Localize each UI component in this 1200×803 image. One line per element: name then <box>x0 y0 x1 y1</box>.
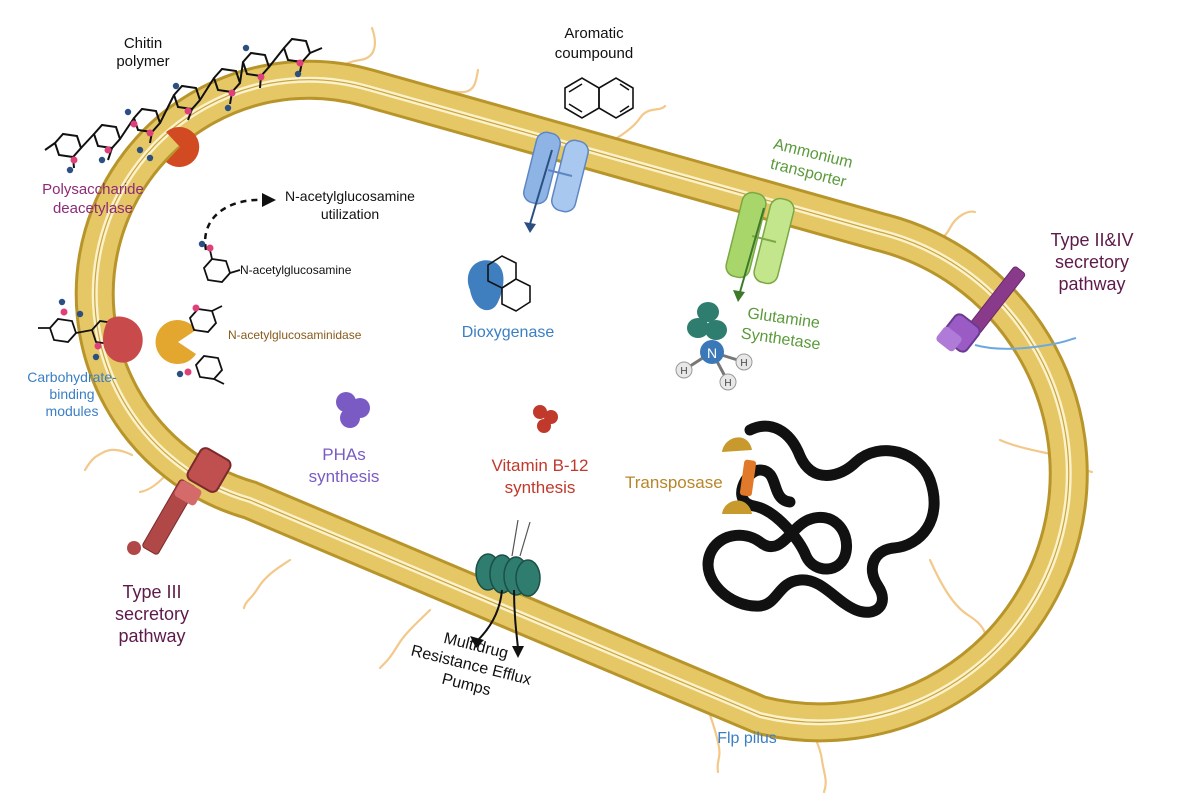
atom-n-label: N <box>707 345 717 361</box>
type-iii-label: Type III <box>122 582 181 602</box>
cbm-dot <box>58 298 66 306</box>
pilus <box>83 448 134 472</box>
efflux-arrowhead <box>512 646 524 658</box>
efflux-arrow <box>513 589 519 649</box>
nag-utilization-label: utilization <box>321 206 379 222</box>
aromatic-compound-label: Aromatic <box>564 25 624 42</box>
polysaccharide-deacetylase-label: Polysaccharide <box>42 181 144 198</box>
cbm-dot <box>94 342 102 350</box>
type-ii-iv-label: secretory <box>1055 252 1129 272</box>
cbm-dot <box>92 353 100 361</box>
pha-label: synthesis <box>309 467 380 486</box>
type-ii-iv-label: Type II&IV <box>1050 230 1133 250</box>
nagase-dot <box>184 368 192 376</box>
cell-membrane <box>74 59 1089 743</box>
type-ii-iv-secretion-system <box>936 266 1026 353</box>
flp-pilus-label: Flp pilus <box>717 730 777 747</box>
nag-label: N-acetylglucosamine <box>240 263 352 277</box>
nag-utilization-arrowhead <box>262 193 276 207</box>
atom-h-label: H <box>740 358 747 369</box>
vitamin-b12-label: synthesis <box>505 478 576 497</box>
nag-dot <box>198 240 206 248</box>
transposase-label: Transposase <box>625 473 723 492</box>
cbm-label: binding <box>49 386 94 402</box>
cbm-dot <box>60 308 68 316</box>
aromatic-import-arrow <box>529 149 553 225</box>
pilus <box>242 558 292 610</box>
efflux-arrowhead <box>470 636 484 648</box>
efflux-pump <box>475 553 541 597</box>
polysaccharide-deacetylase-label: deacetylase <box>53 200 133 217</box>
atom-h-label: H <box>724 378 731 389</box>
glutamine-synthetase-enzyme <box>687 302 727 340</box>
ammonium-import-arrow <box>739 207 765 293</box>
aromatic-compound-label: coumpound <box>555 45 633 62</box>
chitin-label: polymer <box>116 53 169 70</box>
type-iii-label: secretory <box>115 604 189 624</box>
type-ii-iv-pilus <box>974 337 1077 350</box>
nagase-dot <box>192 304 200 312</box>
cbm-dot <box>76 310 84 318</box>
pilus <box>378 608 432 670</box>
ammonium-transporter <box>725 191 795 285</box>
carbohydrate-binding-module <box>103 316 143 363</box>
polysaccharide-deacetylase-enzyme <box>166 127 200 167</box>
transposase-enzyme <box>722 437 757 514</box>
aromatic-compound-molecule <box>564 77 634 119</box>
ammonium-import-arrowhead <box>733 290 745 302</box>
pha-granules <box>336 392 370 428</box>
chitin-label: Chitin <box>124 35 162 52</box>
nag-utilization-label: N-acetylglucosamine <box>285 188 415 204</box>
aromatic-import-arrowhead <box>524 222 536 233</box>
nag-utilization-arrow <box>203 198 266 251</box>
chromosome-dna <box>702 420 940 618</box>
nagase-chain <box>188 305 225 385</box>
ammonium-transporter-label-group: Ammonium transporter <box>769 136 855 191</box>
dioxygenase-enzyme <box>467 260 504 311</box>
atom-h-label: H <box>680 366 687 377</box>
glutamine-synthetase-label-group: Glutamine Synthetase <box>740 305 822 353</box>
pha-label: PHAs <box>322 445 365 464</box>
dioxygenase-label: Dioxygenase <box>462 324 555 341</box>
nag-enzyme <box>155 320 196 364</box>
nagase-dot <box>176 370 184 378</box>
pilus <box>928 558 990 650</box>
efflux-arrow <box>477 589 503 641</box>
nagase-label: N-acetylglucosaminidase <box>228 328 362 342</box>
type-iii-secretion-system <box>127 447 232 555</box>
vitamin-b12-label: Vitamin B-12 <box>491 456 588 475</box>
chitin-acetyl-dots <box>66 44 304 174</box>
type-ii-iv-label: pathway <box>1058 274 1125 294</box>
dioxygenase-substrate <box>487 255 531 312</box>
efflux-label-group: Multidrug Resistance Efflux Pumps <box>409 630 533 699</box>
type-iii-label: pathway <box>118 626 185 646</box>
nag-molecule <box>202 249 241 283</box>
vitamin-b12-granules <box>533 405 558 433</box>
ammonia-molecule <box>675 340 753 391</box>
efflux-pilus <box>511 519 531 557</box>
nag-dot <box>206 244 214 252</box>
cbm-label: Carbohydrate- <box>27 369 117 385</box>
cbm-label: modules <box>46 403 99 419</box>
